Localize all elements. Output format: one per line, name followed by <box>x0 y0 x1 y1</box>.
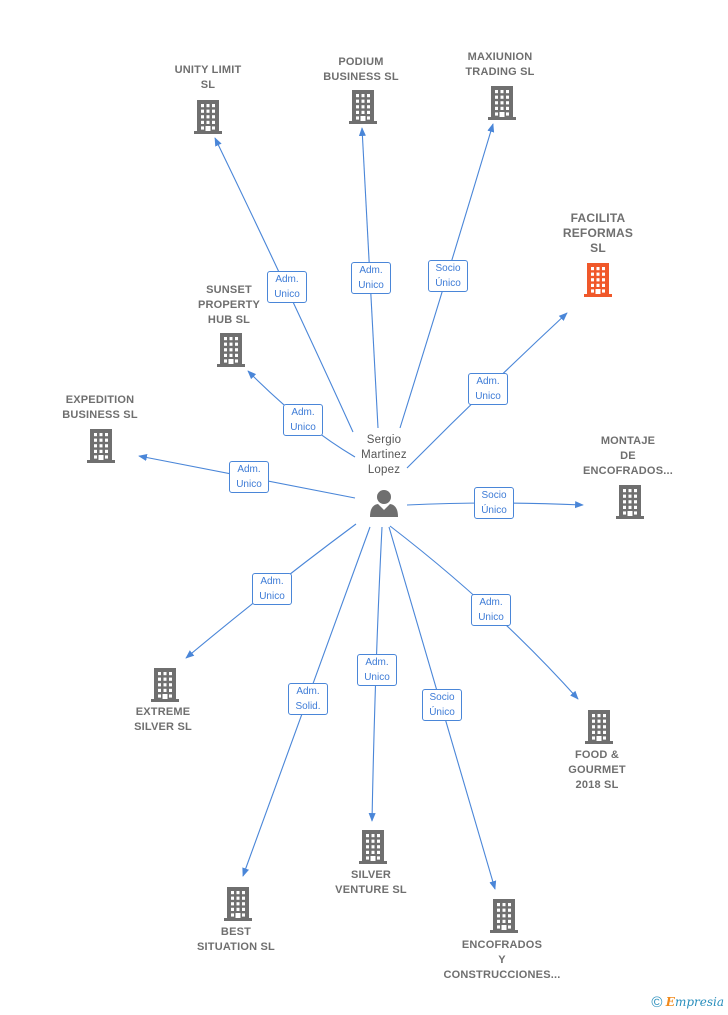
edge-label-facilita[interactable]: Adm. Unico <box>468 373 508 405</box>
node-label-extreme[interactable]: EXTREME SILVER SL <box>134 706 192 733</box>
edge-label-podium[interactable]: Adm. Unico <box>351 262 391 294</box>
edge-label-best[interactable]: Adm. Solid. <box>288 683 328 715</box>
node-label-facilita[interactable]: FACILITA REFORMAS SL <box>562 211 634 255</box>
copyright-icon: © <box>651 994 663 1011</box>
building-icon[interactable] <box>224 887 252 921</box>
building-icon[interactable] <box>359 830 387 864</box>
edge-label-silver[interactable]: Adm. Unico <box>357 654 397 686</box>
building-icon[interactable] <box>151 668 179 702</box>
node-label-podium[interactable]: PODIUM BUSINESS SL <box>323 56 399 83</box>
person-icon[interactable] <box>370 490 398 517</box>
edge-label-expedition[interactable]: Adm. Unico <box>229 461 269 493</box>
building-icon[interactable] <box>217 333 245 367</box>
node-label-encofrados[interactable]: ENCOFRADOS Y CONSTRUCCIONES... <box>443 939 561 981</box>
node-label-silver[interactable]: SILVER VENTURE SL <box>335 869 407 896</box>
node-label-expedition[interactable]: EXPEDITION BUSINESS SL <box>62 394 138 421</box>
node-label-maxiunion[interactable]: MAXIUNION TRADING SL <box>465 51 535 78</box>
node-label-best[interactable]: BEST SITUATION SL <box>197 926 275 953</box>
building-icon[interactable] <box>349 90 377 124</box>
building-icon[interactable] <box>585 710 613 744</box>
person-label[interactable]: Sergio Martinez Lopez <box>361 434 407 476</box>
building-icon[interactable] <box>87 429 115 463</box>
node-label-sunset[interactable]: SUNSET PROPERTY HUB SL <box>197 284 261 326</box>
building-icon[interactable] <box>194 100 222 134</box>
edge-label-sunset[interactable]: Adm. Unico <box>283 404 323 436</box>
edge-label-extreme[interactable]: Adm. Unico <box>252 573 292 605</box>
footer-brand: © Empresia <box>651 994 724 1011</box>
building-icon[interactable] <box>488 86 516 120</box>
edge-label-encofrados[interactable]: Socio Único <box>422 689 462 721</box>
building-icon[interactable] <box>490 899 518 933</box>
brand-logo[interactable]: Empresia <box>665 995 724 1009</box>
node-label-unity[interactable]: UNITY LIMIT SL <box>174 64 242 91</box>
edge-label-montaje[interactable]: Socio Único <box>474 487 514 519</box>
building-icon[interactable] <box>584 263 612 297</box>
edge-label-food[interactable]: Adm. Unico <box>471 594 511 626</box>
edge-label-unity[interactable]: Adm. Unico <box>267 271 307 303</box>
node-label-food[interactable]: FOOD & GOURMET 2018 SL <box>568 749 626 791</box>
building-icon[interactable] <box>616 485 644 519</box>
edge-label-maxiunion[interactable]: Socio Único <box>428 260 468 292</box>
node-label-montaje[interactable]: MONTAJE DE ENCOFRADOS... <box>583 435 673 477</box>
